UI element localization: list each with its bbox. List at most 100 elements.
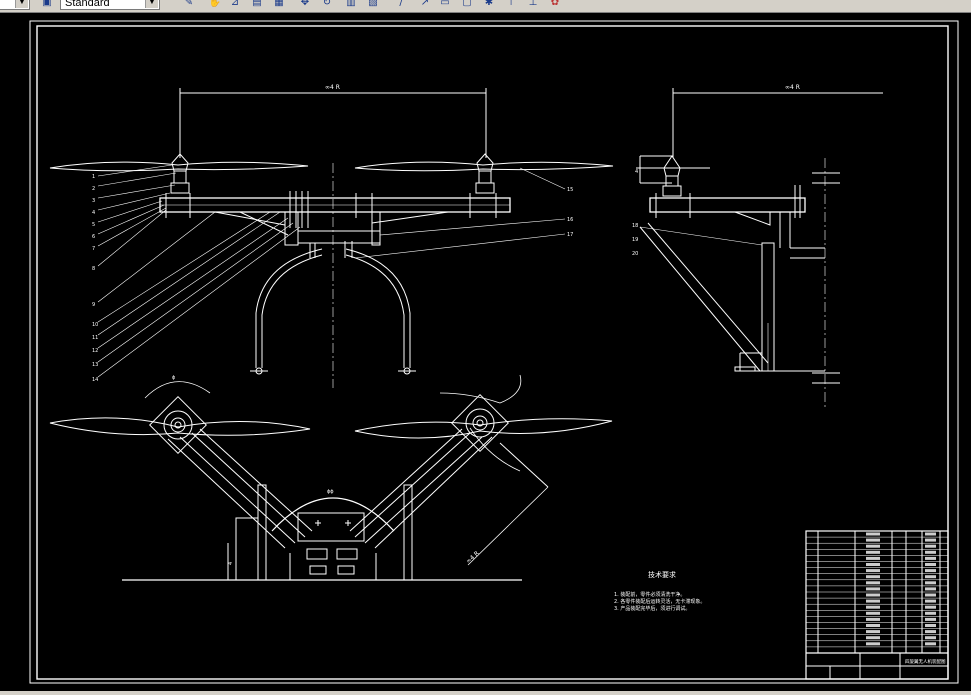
block-icon[interactable]: ▧ [368, 0, 378, 8]
window-icon[interactable]: ▢ [462, 0, 472, 8]
bom-row-text [866, 599, 880, 603]
callout-19: 19 [632, 237, 638, 243]
chevron-down-icon[interactable]: ▼ [15, 0, 28, 8]
bom-row-text [866, 563, 880, 566]
callout-12: 12 [92, 348, 98, 354]
callout-13: 13 [92, 362, 98, 368]
bom-row-text [866, 642, 880, 646]
tech-note-3: 3. 产品装配完毕后，须进行调试。 [614, 605, 690, 612]
rotate-icon[interactable]: ↻ [322, 0, 332, 8]
bom-row-material [925, 636, 936, 640]
status-bar [0, 691, 971, 695]
toolbar: ▼ ▣ Standard ▼ ✎ ✋ ⊿ ▤ ▦ ✥ ↻ ▥ ▧ / ↗ ▭ ▢… [0, 0, 971, 13]
text-style-combo[interactable]: Standard ▼ [60, 0, 160, 10]
callout-17: 17 [567, 232, 573, 238]
side-dimension: ∞4 R [785, 84, 800, 91]
bom-row-material [925, 593, 936, 597]
callout-7: 7 [92, 246, 95, 252]
callout-5: 5 [92, 222, 95, 228]
text-style-combo-value: Standard [65, 0, 110, 9]
bom-row-material [925, 630, 936, 634]
front-dimension: ∞4 R [325, 84, 340, 91]
plan-arm-dimension: ∞4 R [465, 550, 481, 565]
front-view: ∞4 R [49, 84, 614, 388]
bom-row-material [925, 550, 936, 554]
bom-row-text [866, 630, 880, 634]
text-style-icon[interactable]: ▣ [42, 0, 52, 8]
callout-9: 9 [92, 302, 95, 308]
bom-row-text [866, 532, 880, 536]
bom-row-material [925, 569, 936, 573]
callout-16: 16 [567, 217, 573, 223]
side-height-dimension: 4 [635, 169, 638, 175]
arrow-icon[interactable]: ↗ [420, 0, 430, 8]
technical-notes: 技术要求 1. 装配前，零件必须清洗干净。 2. 各零件装配后运转灵活，无卡滞现… [614, 570, 705, 612]
callout-4: 4 [92, 210, 95, 216]
callout-3: 3 [92, 198, 95, 204]
layer-combo[interactable]: ▼ [0, 0, 30, 10]
bom-row-text [866, 593, 880, 597]
bom-row-text [866, 581, 880, 585]
bom-row-material [925, 581, 936, 585]
bom-row-text [866, 575, 880, 579]
bom-row-text [866, 611, 880, 615]
pan-icon[interactable]: ✋ [208, 0, 222, 8]
tech-notes-title: 技术要求 [648, 570, 676, 579]
rectangle-icon[interactable]: ▭ [440, 0, 450, 8]
line-icon[interactable]: / [399, 0, 403, 8]
bom-row-text [866, 556, 880, 560]
bom-rows [806, 532, 948, 648]
align-icon[interactable]: ⊤ [506, 0, 516, 8]
callout-1: 1 [92, 174, 95, 180]
bom-row-text [866, 538, 880, 542]
bom-row-material [925, 599, 936, 603]
move-icon[interactable]: ✥ [300, 0, 310, 8]
outer-frame [29, 20, 959, 684]
callout-11: 11 [92, 335, 98, 341]
bom-row-text [866, 587, 880, 591]
callout-20: 20 [632, 251, 638, 257]
grid-icon[interactable]: ▦ [274, 0, 284, 8]
paint-icon[interactable]: ✿ [550, 0, 560, 8]
bom-row-material [925, 556, 936, 560]
bom-row-text [866, 550, 880, 554]
plan-angle-dimension: ϕ [172, 375, 176, 381]
plan-center-dimension: ϕϕ [327, 489, 334, 495]
chevron-down-icon[interactable]: ▼ [145, 0, 158, 8]
bom-row-text [866, 544, 880, 548]
bom-row-text [866, 636, 880, 640]
callout-2: 2 [92, 186, 95, 192]
bom-row-material [925, 605, 936, 609]
bom-row-material [925, 617, 936, 621]
bom-row-text [866, 569, 880, 573]
callout-10: 10 [92, 322, 98, 328]
bom-row-material [925, 611, 936, 615]
bom-row-material [925, 544, 936, 548]
bom-row-text [866, 617, 880, 621]
pin-icon[interactable]: ⊥ [528, 0, 538, 8]
plan-height-dimension: 4 [228, 562, 234, 565]
bom-row-material [925, 642, 936, 646]
draw-icon[interactable]: ✎ [184, 0, 194, 8]
bom-row-material [925, 563, 936, 566]
bom-row-material [925, 538, 936, 542]
bom-row-text [866, 605, 880, 609]
tech-note-2: 2. 各零件装配后运转灵活，无卡滞现象。 [614, 598, 705, 605]
bom-row-material [925, 532, 936, 536]
cad-drawing: ∞4 R [29, 20, 959, 684]
title-block: 四旋翼无人机装配图 [805, 530, 949, 680]
drawing-canvas[interactable]: ∞4 R [0, 13, 971, 691]
bom-row-material [925, 624, 936, 627]
layer-icon[interactable]: ▤ [252, 0, 262, 8]
bom-row-text [866, 624, 880, 627]
bom-row-material [925, 587, 936, 591]
measure-icon[interactable]: ⊿ [230, 0, 240, 8]
side-view: ∞4 R 4 18 [632, 84, 883, 408]
callout-15: 15 [567, 187, 573, 193]
callout-8: 8 [92, 266, 95, 272]
table-icon[interactable]: ▥ [346, 0, 356, 8]
plan-view: ϕ ∞4 R ϕϕ [49, 374, 613, 581]
star-icon[interactable]: ✱ [484, 0, 494, 8]
callout-6: 6 [92, 234, 95, 240]
title-block-name: 四旋翼无人机装配图 [905, 658, 946, 665]
